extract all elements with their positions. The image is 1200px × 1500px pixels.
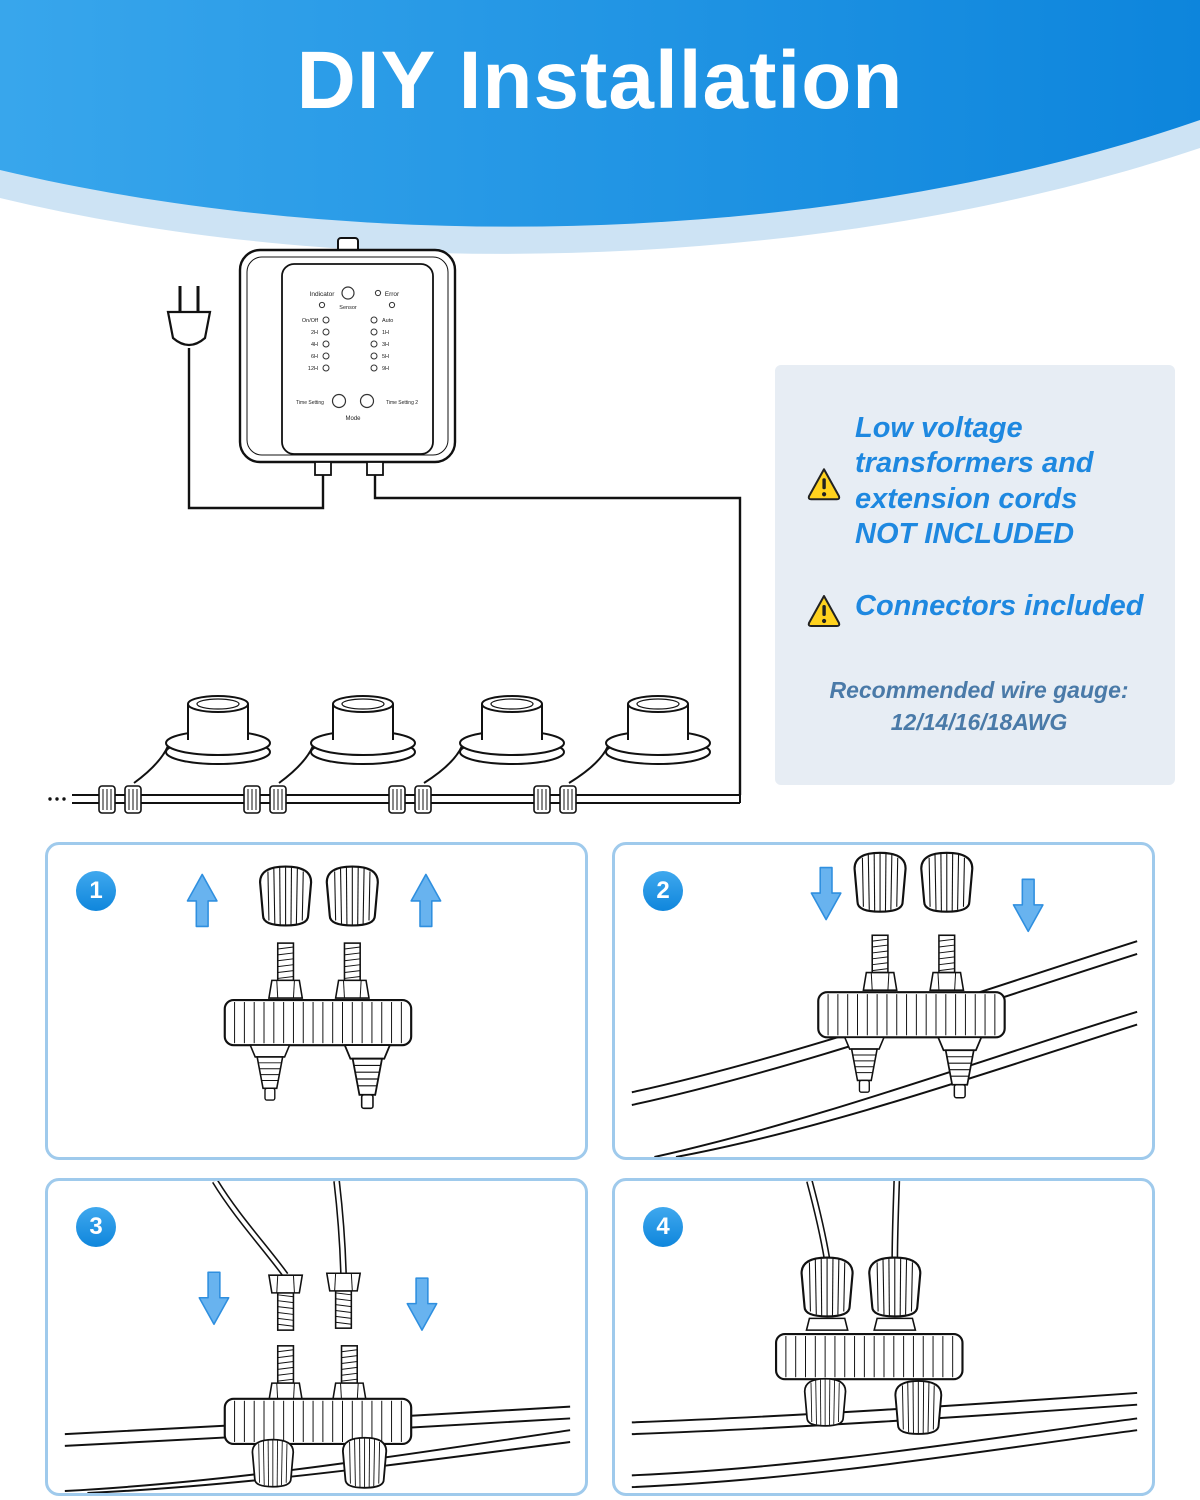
drop-cables — [806, 1181, 901, 1261]
connector-post — [929, 934, 965, 991]
output-cord — [373, 475, 742, 795]
connector-cap — [325, 865, 379, 927]
step-1-box: 1 — [45, 842, 588, 1160]
arrow-down-icon — [1012, 878, 1044, 933]
connector-cap — [853, 851, 907, 913]
main-wire — [48, 794, 741, 804]
step-2-box: 2 — [612, 842, 1155, 1160]
label-time-setting-1: Time Setting — [296, 400, 324, 406]
label-indicator: Indicator — [310, 291, 336, 298]
step-4-box: 4 — [612, 1178, 1155, 1496]
wire-connector — [388, 785, 432, 814]
puck-light — [165, 695, 271, 765]
label-12h: 12H — [308, 366, 318, 372]
power-cord — [187, 348, 325, 510]
cable-plug — [268, 1274, 304, 1331]
puck-light — [605, 695, 711, 765]
step-4-illustration — [631, 1181, 1138, 1489]
header-banner: DIY Installation — [0, 0, 1200, 265]
drop-cables — [212, 1181, 347, 1278]
step-2-illustration — [631, 851, 1138, 1157]
header-wave — [0, 0, 1200, 254]
wire-connector — [98, 785, 142, 814]
label-9h: 9H — [382, 366, 389, 372]
arrow-up-icon — [410, 873, 442, 928]
warning-text-connectors: Connectors included — [855, 589, 1144, 622]
connector-gland — [249, 1044, 291, 1101]
connector-body — [774, 1332, 964, 1381]
warning-triangle-icon — [807, 468, 841, 501]
connector-cap — [341, 1436, 388, 1489]
puck-light — [459, 695, 565, 765]
step-4-number: 4 — [643, 1207, 683, 1247]
connector-post — [331, 1345, 367, 1402]
connector-gland — [343, 1044, 391, 1110]
connector-cap — [894, 1379, 943, 1435]
arrow-up-icon — [186, 873, 218, 928]
warning-row-transformers: Low voltage transformers and extension c… — [807, 411, 1151, 553]
step-2-number: 2 — [643, 871, 683, 911]
connector-post — [862, 934, 898, 991]
connector-cap — [868, 1256, 922, 1318]
wiring-diagram: Indicator Sensor Error On/Off 2H 4H 6H 1… — [48, 237, 742, 814]
cap-nut — [873, 1317, 917, 1331]
connector-body — [223, 998, 413, 1047]
connector-gland — [843, 1036, 885, 1094]
wire-gauge-note: Recommended wire gauge: 12/14/16/18AWG — [829, 676, 1129, 735]
warning-triangle-icon — [807, 594, 841, 627]
connector-gland — [937, 1036, 983, 1099]
puck-light — [310, 695, 416, 765]
connector-cap — [251, 1438, 295, 1488]
connector-post — [268, 1345, 304, 1402]
wire-connector — [533, 785, 577, 814]
cable-run — [631, 1391, 1138, 1489]
step-3-illustration — [64, 1181, 571, 1493]
step-3-number: 3 — [76, 1207, 116, 1247]
label-auto: Auto — [382, 318, 393, 324]
label-4h: 4H — [311, 342, 318, 348]
warning-row-connectors: Connectors included — [807, 589, 1151, 628]
label-time-setting-2: Time Setting 2 — [386, 400, 418, 406]
connector-body — [817, 991, 1006, 1039]
cable-plug — [326, 1272, 361, 1329]
connector-post — [334, 942, 370, 999]
connector-cap — [920, 851, 974, 913]
step-3-box: 3 — [45, 1178, 588, 1496]
label-onoff: On/Off — [302, 318, 319, 324]
wire-connector — [243, 785, 287, 814]
connector-body — [223, 1397, 413, 1446]
step-1-number: 1 — [76, 871, 116, 911]
connector-cap — [803, 1377, 847, 1427]
label-sensor: Sensor — [339, 305, 357, 311]
label-error: Error — [385, 291, 400, 298]
label-mode: Mode — [345, 416, 361, 422]
connector-cap — [259, 865, 313, 927]
connector-cap — [800, 1256, 854, 1318]
power-plug-icon — [166, 286, 212, 347]
page-title: DIY Installation — [296, 35, 904, 126]
info-panel: Low voltage transformers and extension c… — [775, 365, 1175, 785]
controller-box: Indicator Sensor Error On/Off 2H 4H 6H 1… — [238, 237, 457, 476]
cap-nut — [805, 1317, 849, 1331]
cable-run — [631, 940, 1138, 1157]
arrow-down-icon — [198, 1271, 230, 1326]
label-1h: 1H — [382, 330, 389, 336]
step-1-illustration — [186, 865, 442, 1110]
warning-text-transformers: Low voltage transformers and extension c… — [855, 412, 1094, 551]
label-5h: 5H — [382, 354, 389, 360]
controller-panel: Indicator Sensor Error On/Off 2H 4H 6H 1… — [296, 286, 418, 422]
label-3h: 3H — [382, 342, 389, 348]
label-2h: 2H — [311, 330, 318, 336]
arrow-down-icon — [810, 866, 842, 921]
arrow-down-icon — [406, 1277, 438, 1331]
label-6h: 6H — [311, 354, 318, 360]
connector-post — [268, 942, 304, 999]
